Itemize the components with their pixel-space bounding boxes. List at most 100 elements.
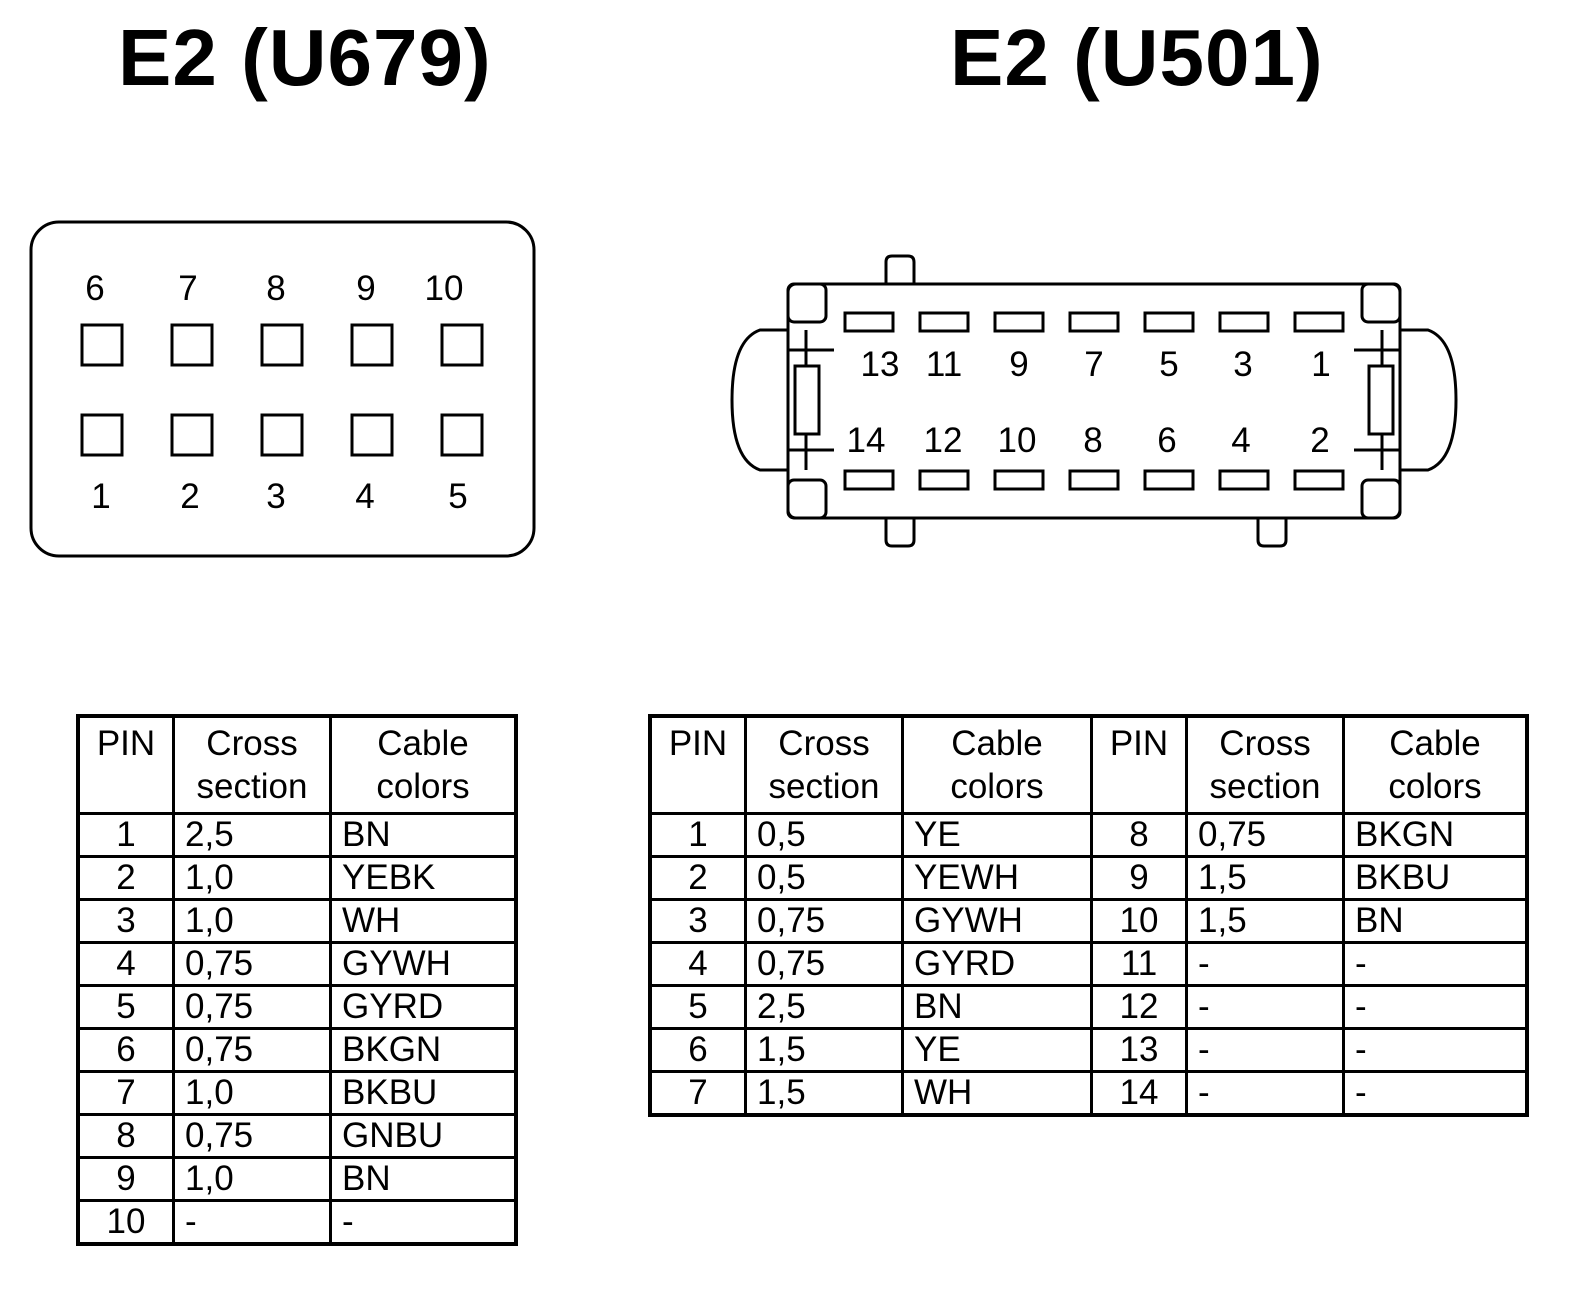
pin-cell: 4: [76, 941, 175, 987]
pin-cell: 7: [76, 1070, 175, 1116]
cable-color-cell: YE: [901, 1027, 1093, 1073]
header-line: colors: [1388, 767, 1482, 806]
cross-section-cell: -: [1185, 984, 1345, 1030]
cross-section-cell: 0,75: [1185, 812, 1345, 858]
pin-cell: 13: [1090, 1027, 1188, 1073]
cable-color-cell: BKGN: [1342, 812, 1529, 858]
cross-section-cell: 1,5: [1185, 898, 1345, 944]
pin-socket: [1143, 311, 1195, 333]
pin-socket: [80, 413, 124, 457]
cable-color-cell: GNBU: [329, 1113, 518, 1159]
pin-cell: 1: [76, 812, 175, 858]
header-pin: PIN: [648, 714, 747, 815]
pin-label: 10: [425, 269, 464, 308]
pin-cell: 10: [1090, 898, 1188, 944]
pin-socket: [1068, 311, 1120, 333]
pin-socket: [440, 413, 484, 457]
header-pin-label: PIN: [668, 724, 728, 763]
pin-cell: 6: [76, 1027, 175, 1073]
pin-socket: [918, 469, 970, 491]
pin-label: 9: [356, 269, 375, 308]
header-line: section: [196, 767, 308, 806]
cross-section-cell: 1,5: [1185, 855, 1345, 901]
pin-cell: 8: [76, 1113, 175, 1159]
cable-color-cell: WH: [329, 898, 518, 944]
cross-section-cell: 1,0: [172, 855, 332, 901]
pin-socket: [170, 413, 214, 457]
pin-socket: [350, 413, 394, 457]
pin-label: 7: [1084, 345, 1103, 384]
header-line: colors: [950, 767, 1044, 806]
pin-label: 10: [998, 421, 1037, 460]
pin-cell: 12: [1090, 984, 1188, 1030]
pin-label: 6: [85, 269, 104, 308]
connector-diagrams: 6 7 8 9 10 1 2 3 4 5: [29, 220, 1458, 558]
cable-color-cell: -: [1342, 941, 1529, 987]
pin-socket: [1218, 469, 1270, 491]
pin-socket: [80, 323, 124, 367]
cross-section-cell: 1,0: [172, 1070, 332, 1116]
pin-cell: 1: [648, 812, 747, 858]
cross-section-cell: -: [1185, 1070, 1345, 1117]
pin-socket: [260, 413, 304, 457]
table-row: 10--: [76, 1199, 518, 1246]
pin-label: 1: [1311, 345, 1330, 384]
pin-cell: 5: [648, 984, 747, 1030]
cable-color-cell: YE: [901, 812, 1093, 858]
pin-label: 14: [847, 421, 886, 460]
header-line: section: [1209, 767, 1321, 806]
cable-color-cell: GYWH: [901, 898, 1093, 944]
cross-section-cell: 0,5: [744, 855, 904, 901]
connector-pins-u501: [843, 311, 1345, 491]
pin-cell: 11: [1090, 941, 1188, 987]
pin-label: 8: [266, 269, 285, 308]
header-pin: PIN: [1090, 714, 1188, 815]
header-cable-colors: Cable colors: [901, 714, 1093, 815]
cable-color-cell: YEWH: [901, 855, 1093, 901]
cross-section-cell: 1,5: [744, 1027, 904, 1073]
cable-color-cell: BKBU: [329, 1070, 518, 1116]
pin-labels-u501: 13 11 9 7 5 3 1 14 12 10 8 6 4 2: [847, 345, 1331, 460]
pin-socket: [843, 311, 895, 333]
pin-cell: 3: [76, 898, 175, 944]
pin-socket: [1143, 469, 1195, 491]
pin-socket: [440, 323, 484, 367]
pin-socket: [260, 323, 304, 367]
pin-cell: 9: [1090, 855, 1188, 901]
pin-cell: 9: [76, 1156, 175, 1202]
pin-socket: [350, 323, 394, 367]
pin-socket: [1218, 311, 1270, 333]
pin-socket: [1068, 469, 1120, 491]
connector-housing-u501: [730, 254, 1458, 548]
pin-label: 4: [355, 477, 374, 516]
pin-socket: [918, 311, 970, 333]
pin-cell: 7: [648, 1070, 747, 1117]
pin-label: 7: [178, 269, 197, 308]
pin-label: 3: [266, 477, 285, 516]
header-line: Cable: [951, 724, 1043, 763]
pin-cell: 2: [76, 855, 175, 901]
cross-section-cell: 0,75: [172, 1027, 332, 1073]
cable-color-cell: GYRD: [901, 941, 1093, 987]
pin-label: 11: [926, 345, 962, 384]
header-pin-label: PIN: [96, 724, 156, 763]
pin-cell: 14: [1090, 1070, 1188, 1117]
pin-socket: [170, 323, 214, 367]
cross-section-cell: 2,5: [172, 812, 332, 858]
pin-socket: [1293, 311, 1345, 333]
cross-section-cell: 0,75: [172, 984, 332, 1030]
header-line: Cross: [1219, 724, 1311, 763]
connector-title-u679: E2 (U679): [118, 13, 492, 102]
